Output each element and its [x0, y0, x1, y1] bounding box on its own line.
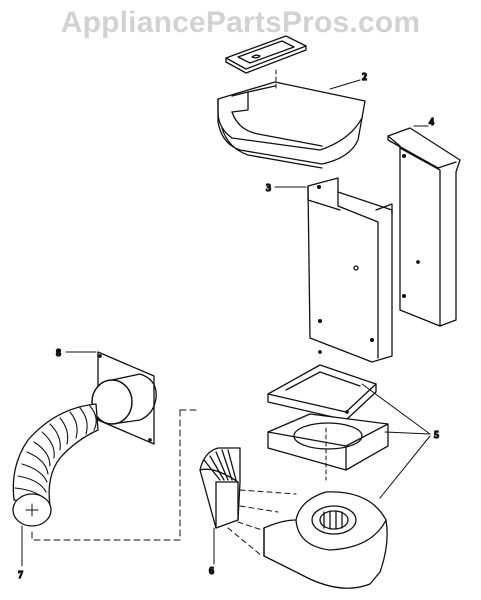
top-cover	[217, 81, 366, 169]
top-grille-plate	[225, 35, 307, 74]
transition-duct	[199, 447, 241, 529]
duct-path-lines	[31, 409, 201, 541]
side-panel-right	[387, 127, 461, 327]
blower-housing	[263, 491, 388, 589]
duct-collar-plate	[91, 351, 157, 445]
side-panel-left	[307, 177, 393, 363]
callout-6: 6	[209, 566, 214, 577]
callout-4: 4	[429, 117, 434, 128]
callout-5: 5	[434, 430, 439, 441]
callout-8: 8	[56, 348, 61, 359]
callout-2: 2	[362, 72, 367, 83]
callout-leaders-5	[361, 383, 431, 499]
site-watermark: AppliancePartsPros.com	[60, 6, 421, 39]
flexible-duct-hose	[12, 403, 99, 527]
callout-7: 7	[18, 570, 23, 581]
mounting-tray-lower	[267, 413, 389, 471]
callout-3: 3	[266, 183, 271, 194]
mounting-tray-upper	[267, 350, 377, 421]
duct-alignment-lines	[227, 489, 297, 557]
